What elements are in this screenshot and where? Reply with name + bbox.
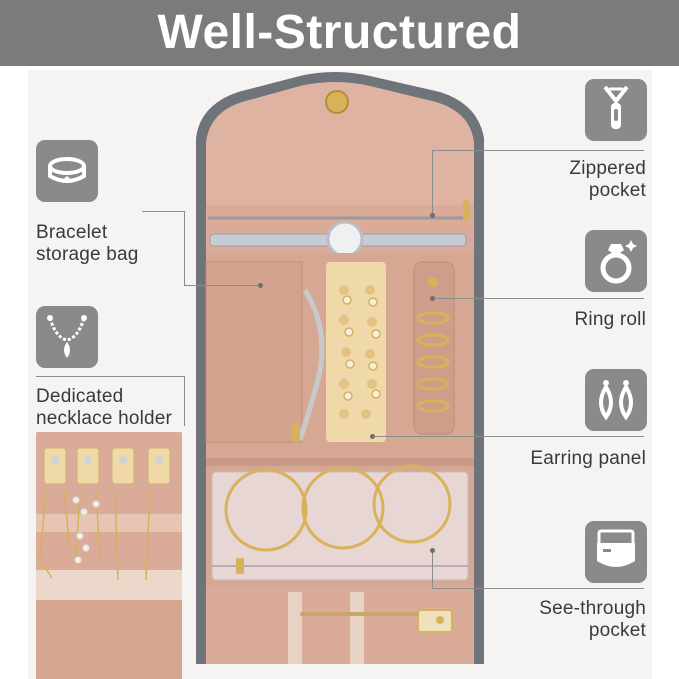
leader-bracelet-v	[184, 211, 185, 285]
pocket-label: See-through pocket	[504, 598, 646, 642]
leader-bracelet-h	[142, 211, 184, 212]
necklace-icon	[36, 306, 98, 368]
pocket-label-line2: pocket	[588, 620, 646, 641]
ring-icon	[585, 230, 647, 292]
page-title: Well-Structured	[157, 6, 522, 59]
necklace-label-line2: necklace holder	[36, 408, 173, 429]
pocket-icon	[585, 521, 647, 583]
bracelet-label-line1: Bracelet	[36, 222, 108, 243]
watch-face	[326, 220, 364, 258]
necklace-label: Dedicated necklace holder	[36, 386, 172, 430]
earring-label: Earring panel	[530, 448, 646, 469]
case-flap	[206, 82, 474, 205]
leader-pocket-dot	[430, 548, 435, 553]
ring-roll	[413, 261, 455, 435]
bracelet-label: Bracelet storage bag	[36, 222, 139, 266]
leader-necklace-h	[36, 376, 184, 377]
leader-bracelet-h2	[184, 285, 262, 286]
leader-pocket-v	[432, 550, 433, 588]
zipper-icon	[585, 79, 647, 141]
ring-label: Ring roll	[574, 309, 646, 330]
bracelet-icon	[36, 140, 98, 202]
bracelet-label-line2: storage bag	[36, 244, 139, 265]
pocket-label-line1: See-through	[539, 598, 646, 619]
zipper-label-line1: Zippered	[569, 158, 646, 179]
leader-ring-h	[432, 298, 644, 299]
leader-earring-dot	[370, 434, 375, 439]
leader-zipper-h	[432, 150, 644, 151]
leader-earring-h	[372, 436, 644, 437]
leader-zipper-dot	[430, 213, 435, 218]
zipper-label: Zippered pocket	[504, 158, 646, 202]
earring-icon	[585, 369, 647, 431]
leader-necklace-v	[184, 376, 185, 426]
see-through-pocket	[211, 471, 469, 581]
leader-zipper-v	[432, 150, 433, 215]
necklace-label-line1: Dedicated	[36, 386, 124, 407]
leader-pocket-h	[432, 588, 644, 589]
earring-panel-board	[326, 262, 386, 442]
title-banner: Well-Structured	[0, 0, 679, 66]
snap-button	[325, 90, 349, 114]
leader-ring-dot	[430, 296, 435, 301]
leader-bracelet-dot	[258, 283, 263, 288]
zipper-label-line2: pocket	[588, 180, 646, 201]
bracelet-bag	[205, 261, 303, 443]
